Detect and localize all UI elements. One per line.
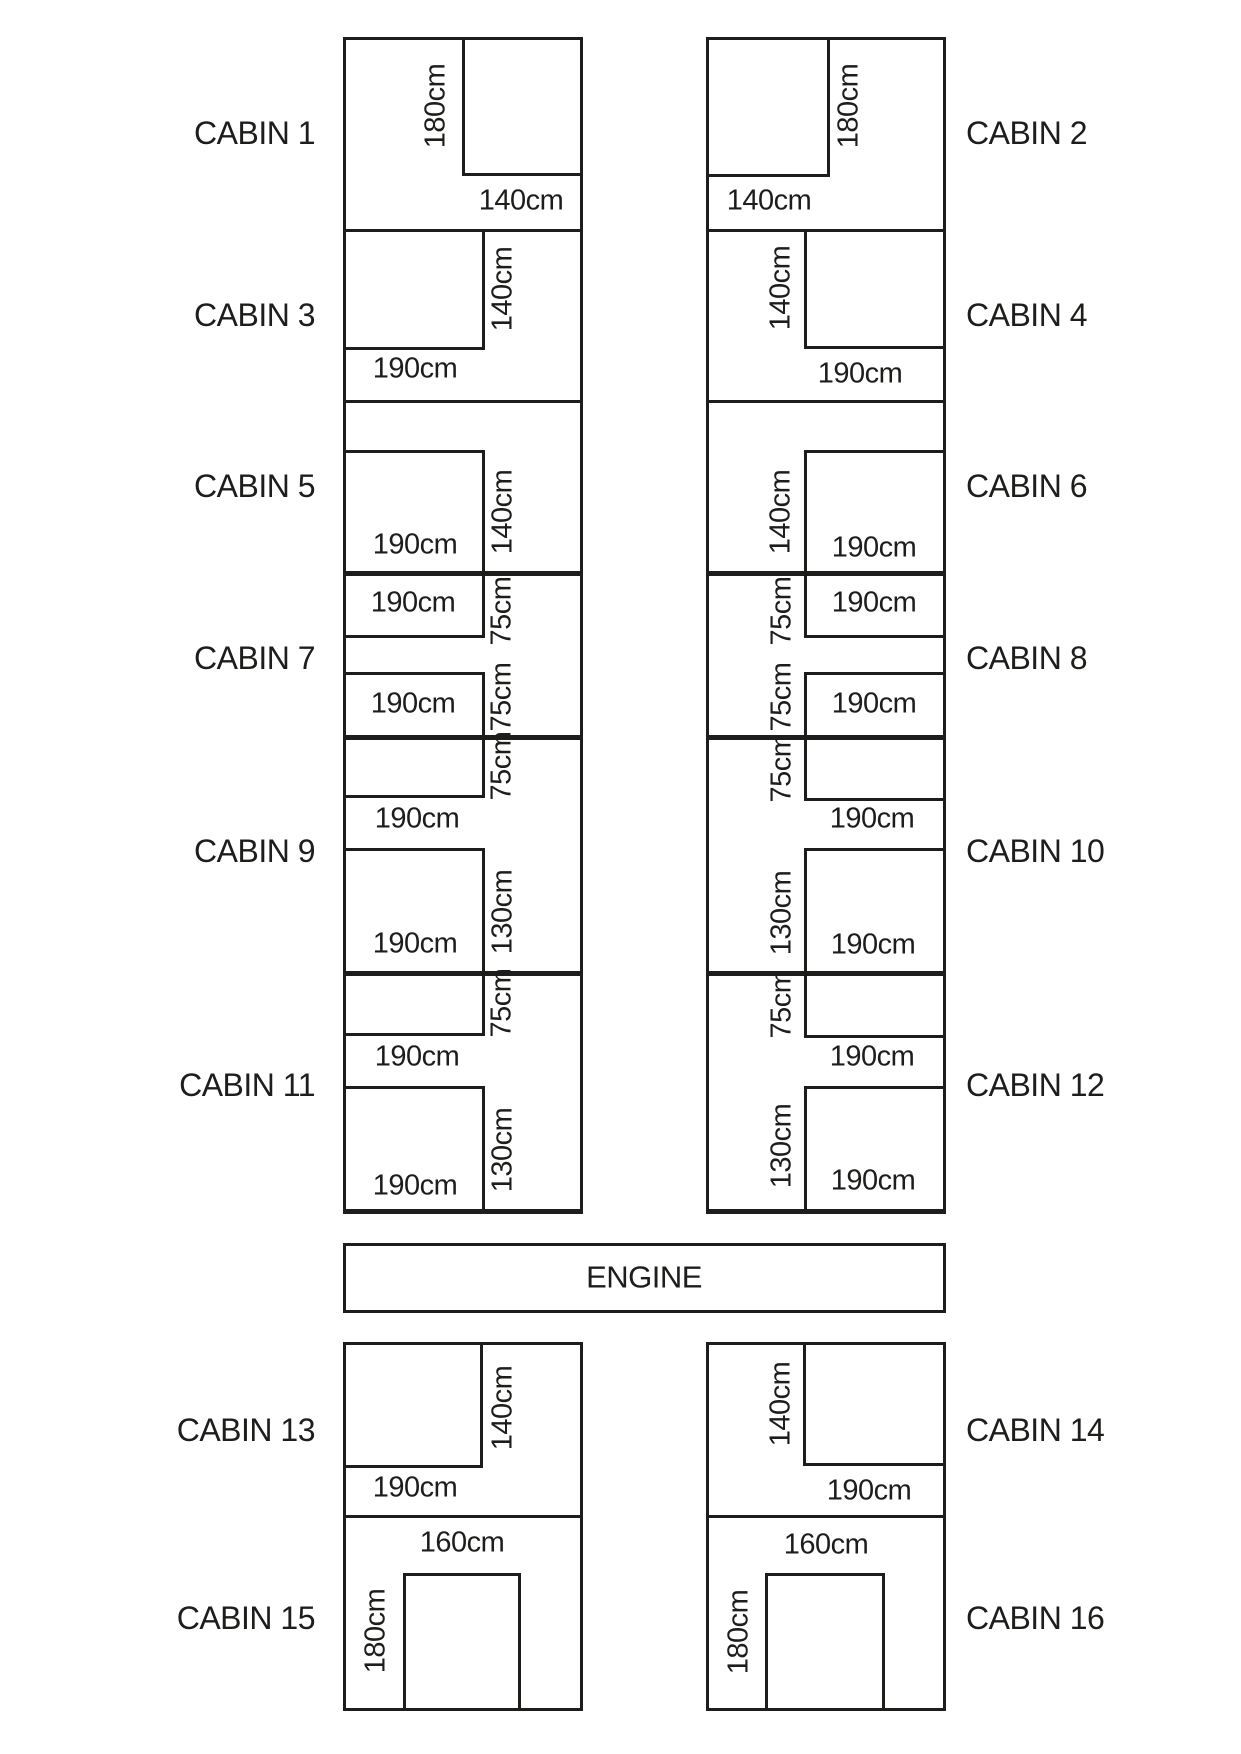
dimension-label: 190cm	[831, 531, 917, 564]
deck-divider-line	[343, 735, 583, 740]
dimension-label: 75cm	[765, 969, 798, 1039]
dimension-label: 160cm	[783, 1528, 869, 1561]
bed-outline	[804, 736, 946, 801]
cabin-label: CABIN 16	[966, 1600, 1105, 1636]
dimension-label: 75cm	[765, 733, 798, 803]
dimension-label: 190cm	[372, 1169, 458, 1202]
dimension-label: 190cm	[831, 586, 917, 619]
cabin-label: CABIN 9	[194, 833, 315, 869]
dimension-label: 190cm	[830, 1164, 916, 1197]
dimension-label: 190cm	[372, 352, 458, 385]
cabin-label: CABIN 13	[176, 1412, 316, 1448]
deck-divider-line	[706, 735, 946, 740]
dimension-label: 130cm	[765, 1103, 798, 1189]
dimension-label: 190cm	[829, 1040, 915, 1073]
dimension-label: 190cm	[831, 687, 917, 720]
dimension-label: 190cm	[370, 586, 456, 619]
deck-divider-line	[706, 571, 946, 576]
cabin-label: CABIN 14	[966, 1412, 1105, 1448]
cabin-label: CABIN 6	[966, 468, 1087, 504]
bed-outline	[462, 37, 583, 176]
dimension-label: 130cm	[765, 870, 798, 956]
cabin-label: CABIN 2	[966, 115, 1087, 151]
bed-outline	[804, 848, 946, 975]
bed-outline	[403, 1573, 521, 1711]
dimension-label: 140cm	[486, 246, 519, 332]
bed-outline	[706, 37, 830, 177]
dimension-label: 190cm	[372, 927, 458, 960]
dimension-label: 160cm	[419, 1526, 505, 1559]
dimension-label: 130cm	[486, 1107, 519, 1193]
dimension-label: 180cm	[832, 63, 865, 149]
engine-box	[343, 1243, 946, 1313]
cabin-label: CABIN 8	[966, 640, 1087, 676]
dimension-label: 140cm	[764, 469, 797, 555]
dimension-label: 75cm	[485, 731, 518, 801]
bed-outline	[804, 229, 946, 349]
cabin-label: CABIN 3	[194, 297, 315, 333]
deck-divider-line	[343, 1209, 583, 1214]
dimension-label: 140cm	[764, 1361, 797, 1447]
dimension-label: 190cm	[830, 928, 916, 961]
bed-outline	[804, 572, 946, 638]
dimension-label: 140cm	[486, 1365, 519, 1451]
dimension-label: 75cm	[765, 662, 798, 732]
dimension-label: 140cm	[726, 184, 812, 217]
engine-label: ENGINE	[586, 1259, 702, 1295]
bed-outline	[343, 972, 485, 1036]
cabin-label: CABIN 10	[966, 833, 1105, 869]
dimension-label: 180cm	[419, 63, 452, 149]
deck-divider-line	[343, 571, 583, 576]
bed-outline	[804, 450, 946, 575]
dimension-label: 180cm	[359, 1588, 392, 1674]
bed-outline	[343, 736, 485, 798]
dimension-label: 190cm	[372, 1471, 458, 1504]
bed-outline	[343, 672, 485, 739]
cabin-label: CABIN 4	[966, 297, 1087, 333]
dimension-label: 180cm	[722, 1589, 755, 1675]
bed-outline	[343, 1086, 485, 1213]
dimension-label: 75cm	[485, 968, 518, 1038]
dimension-label: 130cm	[486, 869, 519, 955]
deck-divider-line	[706, 971, 946, 976]
deck-divider-line	[706, 1209, 946, 1214]
dimension-label: 75cm	[485, 576, 518, 646]
bed-outline	[343, 450, 485, 575]
bed-outline	[803, 1342, 946, 1466]
dimension-label: 140cm	[478, 184, 564, 217]
deck-divider-line	[343, 971, 583, 976]
dimension-label: 190cm	[374, 802, 460, 835]
cabin-label: CABIN 11	[179, 1067, 315, 1103]
dimension-label: 190cm	[370, 687, 456, 720]
dimension-label: 190cm	[372, 528, 458, 561]
cabin-label: CABIN 12	[966, 1067, 1105, 1103]
dimension-label: 140cm	[486, 469, 519, 555]
dimension-label: 190cm	[826, 1474, 912, 1507]
dimension-label: 190cm	[374, 1040, 460, 1073]
dimension-label: 190cm	[817, 357, 903, 390]
dimension-label: 75cm	[765, 576, 798, 646]
bed-outline	[343, 1342, 483, 1468]
cabin-label: CABIN 15	[176, 1600, 316, 1636]
cabin-label: CABIN 5	[194, 468, 315, 504]
cabin-label: CABIN 1	[194, 115, 315, 151]
cabin-label: CABIN 7	[194, 640, 315, 676]
bed-outline	[765, 1573, 885, 1711]
dimension-label: 140cm	[764, 245, 797, 331]
dimension-label: 190cm	[829, 802, 915, 835]
dimension-label: 75cm	[485, 662, 518, 732]
bed-outline	[343, 229, 485, 350]
bed-outline	[804, 972, 946, 1038]
